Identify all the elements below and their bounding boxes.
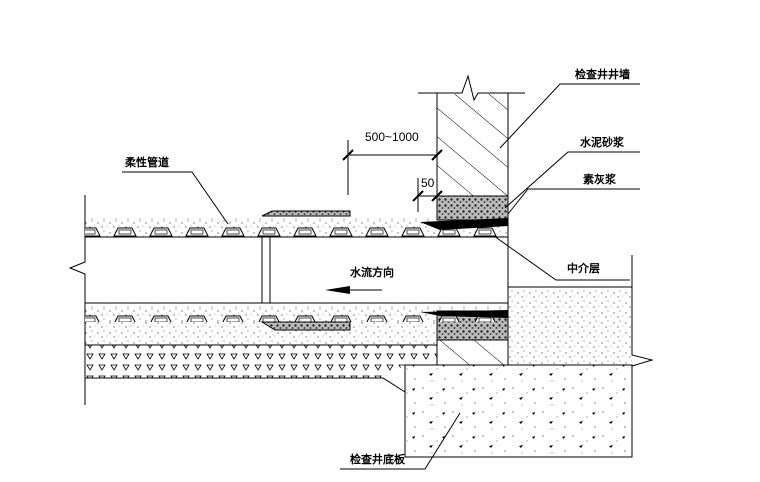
gravel-bedding — [85, 344, 437, 393]
break-line-left — [68, 195, 86, 405]
dimension-offset: 50 — [421, 176, 435, 190]
cement-mortar-top — [436, 195, 509, 221]
leader-cement-mortar — [504, 151, 640, 209]
leader-well-wall — [499, 83, 640, 149]
well-base-slab — [404, 364, 633, 458]
flow-direction-label: 水流方向 — [350, 265, 394, 279]
dimension-distance: 500~1000 — [365, 130, 419, 144]
dimension-50 — [412, 178, 443, 212]
flexible-pipe — [85, 210, 508, 331]
sand-bedding — [85, 322, 437, 345]
well-base-slab-label: 检查井底板 — [350, 452, 406, 466]
leader-plain-grout — [507, 188, 640, 215]
leader-intermediate-layer — [493, 235, 630, 281]
flexible-pipe-label: 柔性管道 — [124, 155, 169, 169]
flow-arrow-icon — [325, 286, 382, 294]
leader-flexible-pipe — [122, 171, 229, 225]
plain-grout-label: 素灰浆 — [583, 172, 617, 186]
backfill-right — [508, 255, 654, 440]
dimension-500-1000 — [342, 140, 443, 195]
leader-well-base-slab — [340, 412, 461, 470]
cement-mortar-label: 水泥砂浆 — [580, 135, 625, 149]
well-wall-label: 检查井井墙 — [575, 67, 630, 81]
intermediate-layer-label: 中介层 — [567, 261, 600, 275]
